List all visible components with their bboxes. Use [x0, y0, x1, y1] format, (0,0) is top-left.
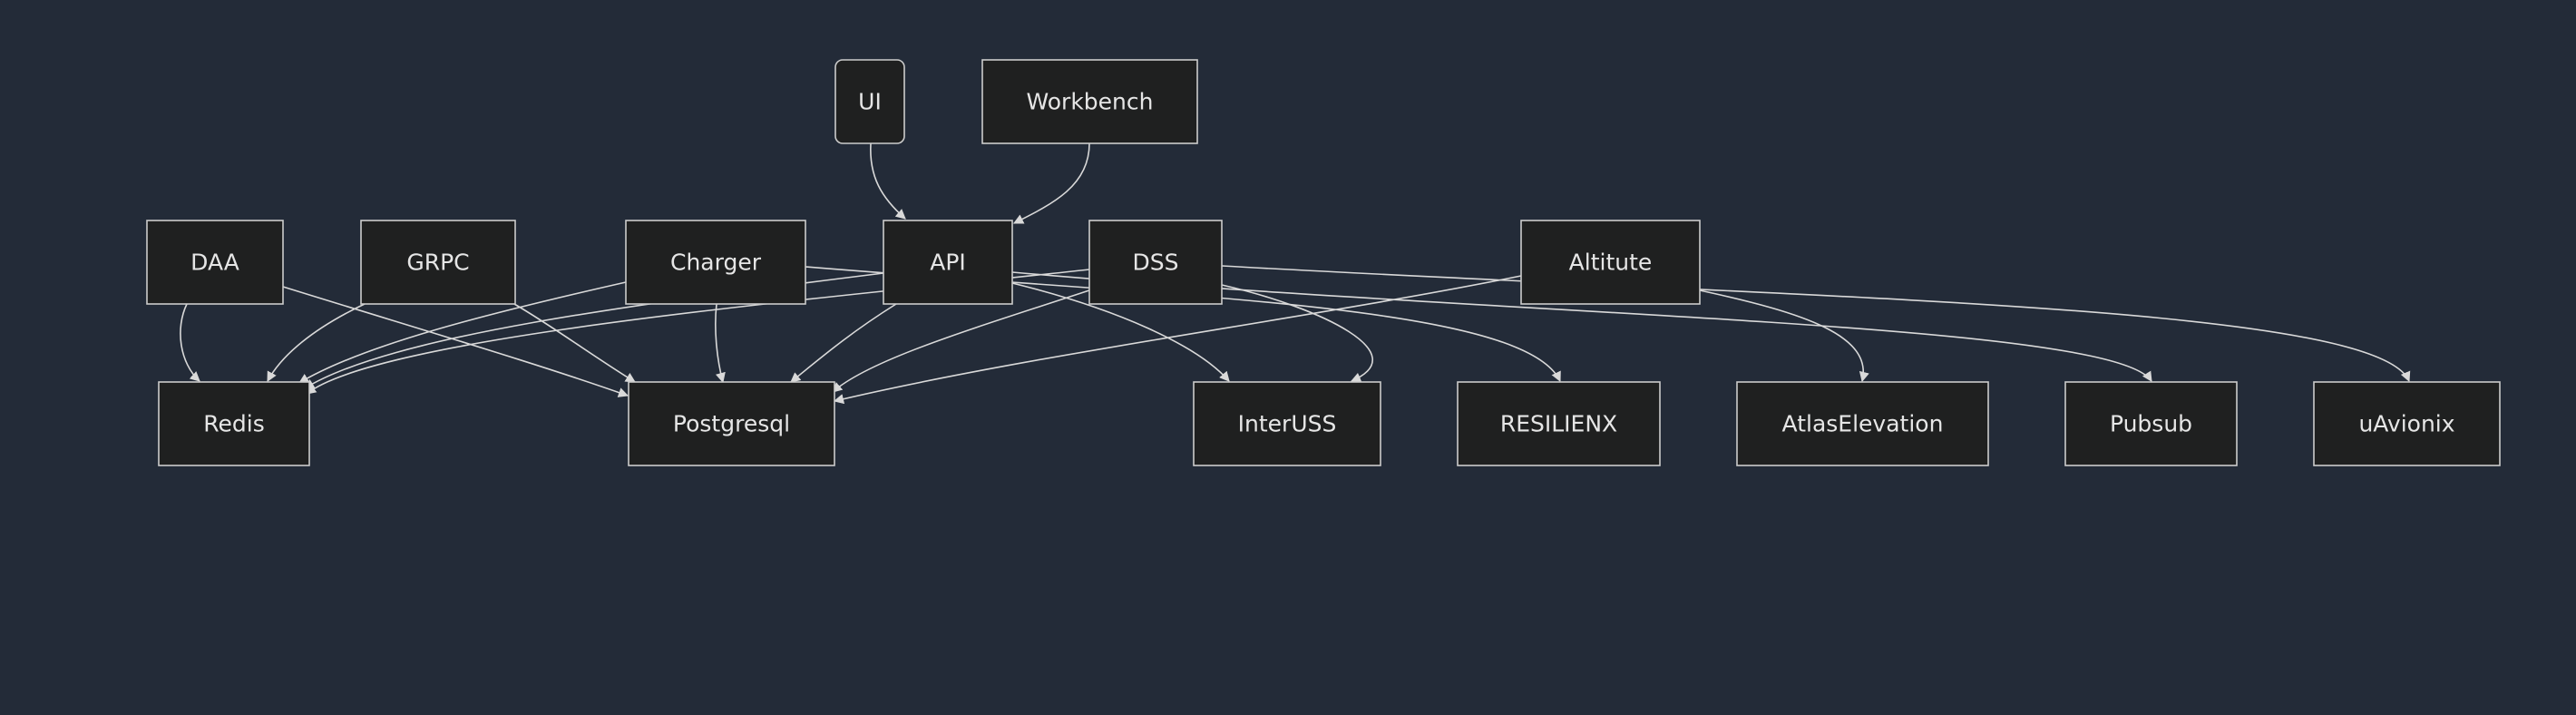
edge-dss-to-uavionix [1221, 265, 2411, 383]
node-label: RESILIENX [1500, 411, 1617, 437]
node-daa[interactable]: DAA [146, 220, 284, 305]
node-label: GRPC [406, 250, 469, 276]
node-box [146, 220, 284, 305]
node-resilienx[interactable]: RESILIENX [1457, 381, 1661, 466]
edge-dss-to-interuss [1221, 284, 1373, 383]
edge-grpc-to-redis [267, 303, 366, 382]
edge-dss-to-postgresql [832, 288, 1096, 393]
node-grpc[interactable]: GRPC [360, 220, 516, 305]
node-box [1736, 381, 1989, 466]
node-label: Workbench [1027, 89, 1154, 115]
node-box [158, 381, 310, 466]
edge-charger-to-postgresql [715, 303, 726, 384]
node-box [981, 59, 1198, 144]
node-label: Altitute [1569, 250, 1653, 276]
node-label: Postgresql [673, 411, 790, 437]
node-label: Pubsub [2110, 411, 2192, 437]
node-label: API [930, 250, 966, 276]
node-box [2313, 381, 2501, 466]
node-box [2064, 381, 2238, 466]
node-api[interactable]: API [883, 220, 1013, 305]
edge-workbench-to-api [1012, 142, 1090, 224]
node-pubsub[interactable]: Pubsub [2064, 381, 2238, 466]
node-box [1457, 381, 1661, 466]
edge-altitute-to-atlaselevation [1699, 289, 1869, 383]
node-box [1193, 381, 1381, 466]
node-label: InterUSS [1238, 411, 1337, 437]
edge-ui-to-api [870, 142, 906, 220]
node-box [834, 59, 905, 144]
node-box [625, 220, 806, 305]
edge-daa-to-postgresql [282, 286, 629, 397]
node-uavionix[interactable]: uAvionix [2313, 381, 2501, 466]
node-atlaselevation[interactable]: AtlasElevation [1736, 381, 1989, 466]
node-box [883, 220, 1013, 305]
node-box [1088, 220, 1223, 305]
edge-api-to-postgresql [790, 303, 897, 383]
edge-daa-to-redis [180, 303, 200, 382]
node-label: DAA [190, 250, 239, 276]
node-redis[interactable]: Redis [158, 381, 310, 466]
node-altitute[interactable]: Altitute [1520, 220, 1701, 305]
node-box [1520, 220, 1701, 305]
node-workbench[interactable]: Workbench [981, 59, 1198, 144]
edge-altitute-to-postgresql [833, 275, 1522, 405]
edge-charger-to-redis [298, 281, 627, 384]
node-box [628, 381, 835, 466]
node-label: DSS [1133, 250, 1179, 276]
node-dss[interactable]: DSS [1088, 220, 1223, 305]
node-label: Charger [670, 250, 762, 276]
node-postgresql[interactable]: Postgresql [628, 381, 835, 466]
edge-grpc-to-postgresql [513, 303, 636, 383]
node-label: Redis [203, 411, 264, 437]
node-label: UI [858, 89, 882, 115]
edge-api-to-interuss [1011, 282, 1230, 382]
node-label: uAvionix [2358, 411, 2454, 437]
node-box [360, 220, 516, 305]
node-ui[interactable]: UI [834, 59, 905, 144]
node-label: AtlasElevation [1782, 411, 1944, 437]
node-charger[interactable]: Charger [625, 220, 806, 305]
node-interuss[interactable]: InterUSS [1193, 381, 1381, 466]
